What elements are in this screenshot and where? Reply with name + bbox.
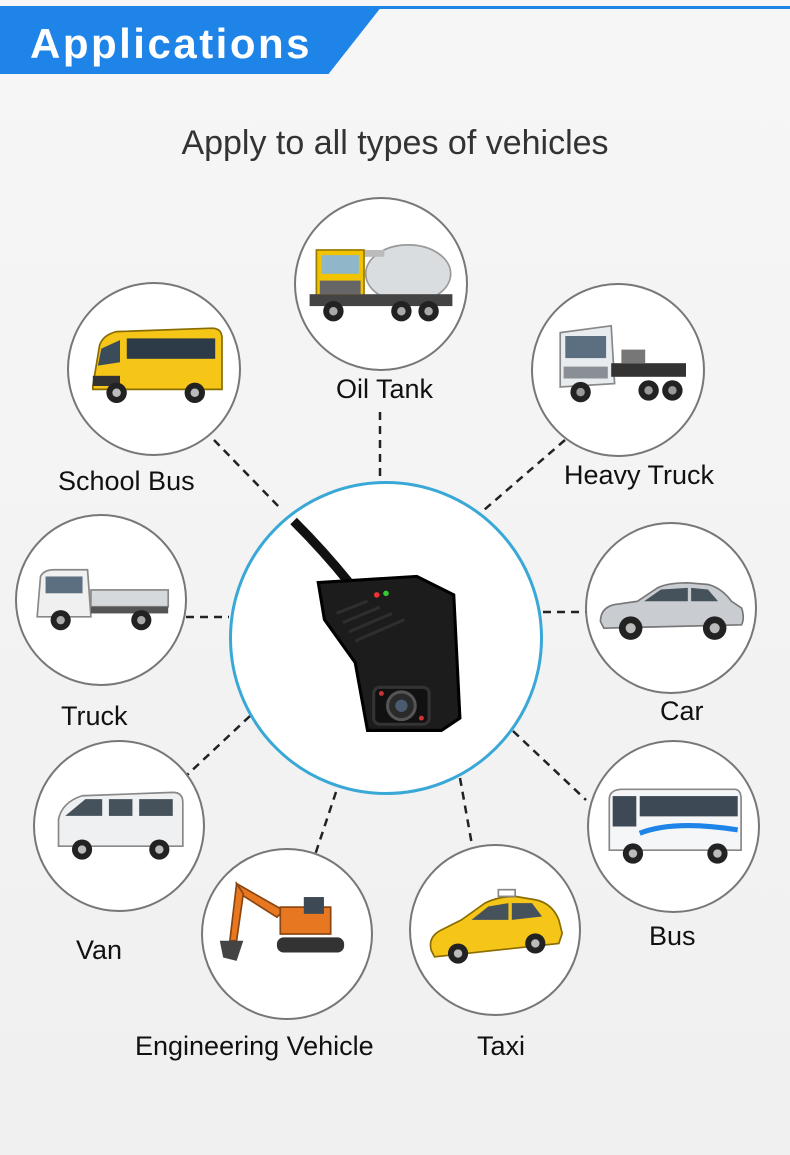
bus-icon	[608, 788, 742, 864]
car-icon	[599, 581, 745, 640]
car-label: Car	[660, 696, 704, 726]
school-bus-label: School Bus	[58, 466, 195, 496]
oil-tank-circle	[294, 197, 468, 371]
oil-tank-label: Oil Tank	[336, 374, 434, 404]
van-circle	[33, 740, 205, 912]
heavy-truck-label: Heavy Truck	[564, 460, 715, 490]
car-circle	[585, 522, 757, 694]
header-banner: Applications	[0, 6, 382, 74]
engineering-vehicle-circle	[201, 848, 373, 1020]
van-label: Van	[76, 935, 123, 965]
truck-label: Truck	[61, 701, 128, 731]
taxi-circle	[409, 844, 581, 1016]
bus-label: Bus	[649, 921, 696, 951]
engineering-vehicle-label: Engineering Vehicle	[135, 1031, 374, 1061]
school-bus-circle	[67, 282, 241, 456]
dashcam-icon	[290, 517, 462, 732]
bus-circle	[587, 740, 760, 913]
heavy-truck-icon	[559, 324, 686, 403]
school-bus-icon	[91, 327, 223, 403]
taxi-icon	[429, 888, 564, 964]
truck-circle	[15, 514, 187, 686]
dashcam-circle	[229, 481, 543, 795]
oil-tank-icon	[309, 244, 453, 322]
page-title: Applications	[30, 20, 313, 67]
banner-line	[0, 6, 790, 9]
page-subtitle: Apply to all types of vehicles	[181, 124, 609, 162]
truck-icon	[36, 568, 170, 631]
taxi-label: Taxi	[477, 1031, 526, 1061]
heavy-truck-circle	[531, 283, 705, 457]
van-icon	[57, 791, 184, 860]
excavator-icon	[219, 881, 345, 961]
